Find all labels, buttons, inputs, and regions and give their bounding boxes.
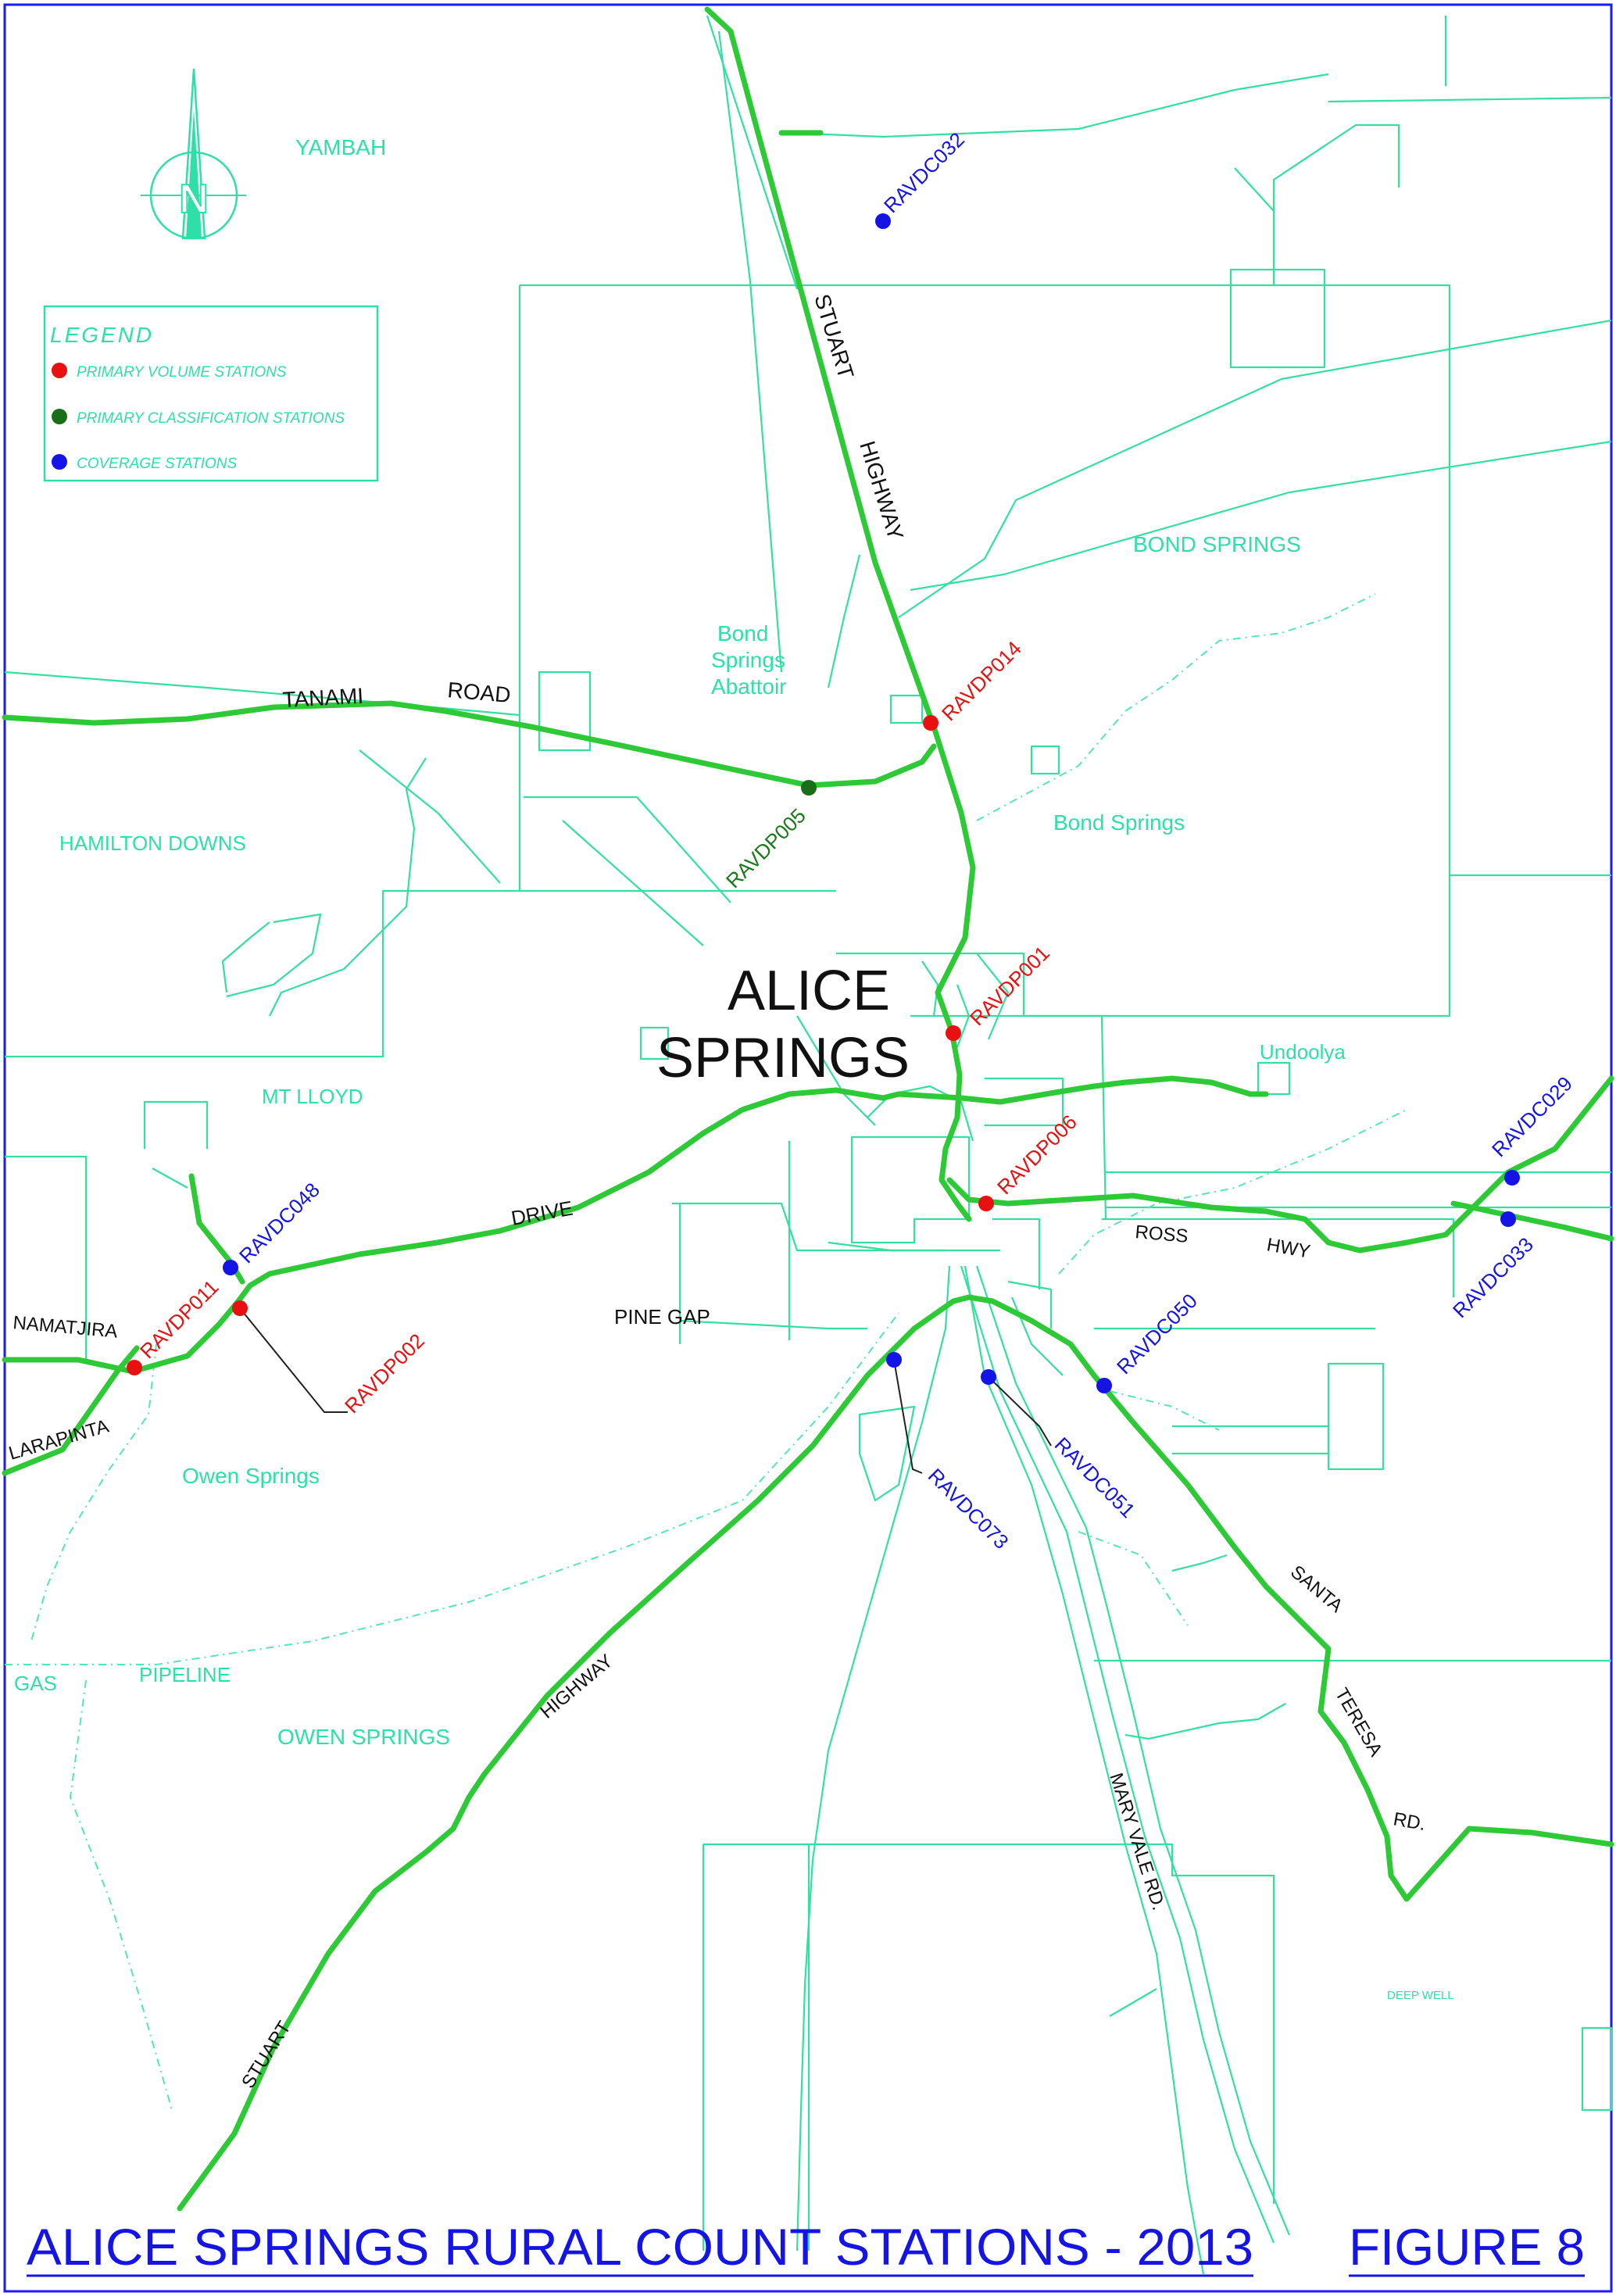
station-ravdp002: RAVDP002 — [232, 1300, 429, 1418]
area-label-abattoir: Abattoir — [711, 674, 787, 699]
road-label-larapinta: LARAPINTA — [6, 1416, 111, 1465]
area-label-owen-springs-homestead: Owen Springs — [182, 1464, 320, 1488]
station-leader-lines — [239, 1307, 1052, 1474]
road-label-highway-south: HIGHWAY — [537, 1650, 617, 1723]
legend: LEGEND PRIMARY VOLUME STATIONS PRIMARY C… — [43, 305, 379, 482]
map-title: ALICE SPRINGS RURAL COUNT STATIONS - 201… — [27, 2218, 1253, 2276]
legend-item-label: PRIMARY VOLUME STATIONS — [77, 364, 287, 381]
station-label: RAVDC032 — [879, 127, 969, 217]
area-label-bond-springs-homestead: Bond Springs — [1053, 810, 1185, 835]
area-label-bond: Bond — [717, 621, 768, 646]
volume-station-dot-icon — [127, 1360, 142, 1375]
namatjira-drive — [2, 1357, 136, 1375]
coverage-station-dot-icon — [223, 1260, 238, 1275]
stuart-highway-south — [177, 1294, 972, 2212]
station-ravdc050: RAVDC050 — [1096, 1289, 1202, 1393]
station-label: RAVDP002 — [340, 1329, 429, 1418]
legend-item-label: PRIMARY CLASSIFICATION STATIONS — [77, 410, 345, 427]
town-name-line2: SPRINGS — [656, 1027, 910, 1089]
area-labels: YAMBAH BOND SPRINGS Bond Springs Abattoi… — [14, 135, 1454, 2002]
volume-station-dot-icon — [946, 1025, 961, 1041]
area-label-bond-springs: BOND SPRINGS — [1133, 532, 1301, 556]
station-label: RAVDC050 — [1112, 1289, 1202, 1379]
ross-highway-branch — [1450, 1200, 1614, 1242]
station-label: RAVDP014 — [937, 636, 1026, 725]
figure-number: FIGURE 8 — [1349, 2218, 1585, 2276]
volume-station-dot-icon — [232, 1300, 248, 1316]
tanami-road — [2, 700, 937, 789]
road-label-ross: ROSS — [1134, 1221, 1189, 1247]
map-frame — [3, 3, 1613, 2293]
station-ravdc029: RAVDC029 — [1487, 1071, 1577, 1186]
road-label-teresa: TERESA — [1331, 1685, 1386, 1761]
road-label-namatjira: NAMATJIRA — [12, 1312, 118, 1343]
north-arrow-icon: N — [141, 68, 246, 240]
station-label: RAVDP006 — [992, 1110, 1082, 1199]
coverage-station-dot-icon — [1500, 1211, 1516, 1227]
station-ravdc048: RAVDC048 — [223, 1178, 324, 1275]
road-label-rd: RD. — [1392, 1808, 1427, 1835]
north-arrow-letter: N — [179, 177, 209, 222]
area-label-mt-lloyd: MT LLOYD — [262, 1085, 363, 1108]
property-boundaries — [4, 15, 1613, 2275]
area-label-owen-springs: OWEN SPRINGS — [277, 1725, 450, 1749]
station-label: RAVDP011 — [135, 1275, 223, 1364]
road-label-stuart-south: STUART — [238, 2018, 295, 2093]
station-label: RAVDC048 — [234, 1178, 324, 1268]
road-label-road: ROAD — [446, 678, 511, 707]
station-ravdc033: RAVDC033 — [1448, 1211, 1538, 1322]
station-ravdp005: RAVDP005 — [721, 780, 817, 892]
legend-item-label: COVERAGE STATIONS — [77, 456, 237, 472]
area-label-pipeline: PIPELINE — [139, 1663, 231, 1686]
coverage-station-dot-icon — [981, 1369, 996, 1385]
area-label-springs: Springs — [711, 648, 785, 672]
classification-station-dot-icon — [801, 780, 817, 796]
station-label: RAVDP005 — [721, 803, 810, 892]
coverage-station-dot-icon — [1096, 1378, 1112, 1393]
volume-station-dot-icon — [978, 1196, 994, 1211]
larapinta-drive — [2, 1345, 140, 1476]
coverage-station-dot-icon — [886, 1352, 902, 1368]
area-label-gas: GAS — [14, 1672, 57, 1695]
area-label-hamilton-downs: HAMILTON DOWNS — [59, 831, 246, 855]
road-label-santa: SANTA — [1286, 1561, 1346, 1617]
road-label-drive: DRIVE — [509, 1196, 574, 1230]
station-ravdp014: RAVDP014 — [923, 636, 1026, 731]
station-label: RAVDC051 — [1050, 1432, 1140, 1522]
area-label-yambah: YAMBAH — [295, 135, 386, 159]
area-label-deep-well: DEEP WELL — [1387, 1989, 1454, 2002]
santa-teresa-road — [966, 1294, 1614, 1902]
station-label: RAVDC029 — [1487, 1071, 1577, 1161]
major-roads — [2, 6, 1614, 2212]
legend-dark-green-dot-icon — [52, 409, 67, 424]
road-label-stuart-north: STUART — [810, 291, 858, 382]
town-name-line1: ALICE — [728, 960, 890, 1022]
legend-heading: LEGEND — [50, 323, 154, 347]
road-labels: STUART HIGHWAY TANAMI ROAD DRIVE NAMATJI… — [6, 291, 1427, 2092]
station-ravdp001: RAVDP001 — [946, 941, 1054, 1041]
coverage-station-dot-icon — [875, 213, 891, 229]
station-label: RAVDC033 — [1448, 1232, 1538, 1322]
legend-blue-dot-icon — [52, 454, 67, 470]
ross-highway — [946, 1075, 1614, 1254]
larapinta-namatjira-east — [130, 1075, 1269, 1375]
road-label-hwy: HWY — [1265, 1234, 1312, 1262]
road-label-pine-gap: PINE GAP — [614, 1305, 710, 1329]
watercourses — [5, 593, 1407, 2111]
station-ravdc032: RAVDC032 — [875, 127, 969, 229]
station-label: RAVDC073 — [924, 1464, 1014, 1554]
road-label-tanami: TANAMI — [282, 684, 364, 712]
road-label-mary-vale: MARY VALE RD. — [1105, 1771, 1169, 1913]
legend-red-dot-icon — [52, 363, 67, 378]
volume-station-dot-icon — [923, 715, 938, 731]
area-label-undoolya: Undoolya — [1260, 1040, 1346, 1064]
stuart-highway-north — [704, 6, 976, 1222]
coverage-station-dot-icon — [1504, 1170, 1520, 1186]
